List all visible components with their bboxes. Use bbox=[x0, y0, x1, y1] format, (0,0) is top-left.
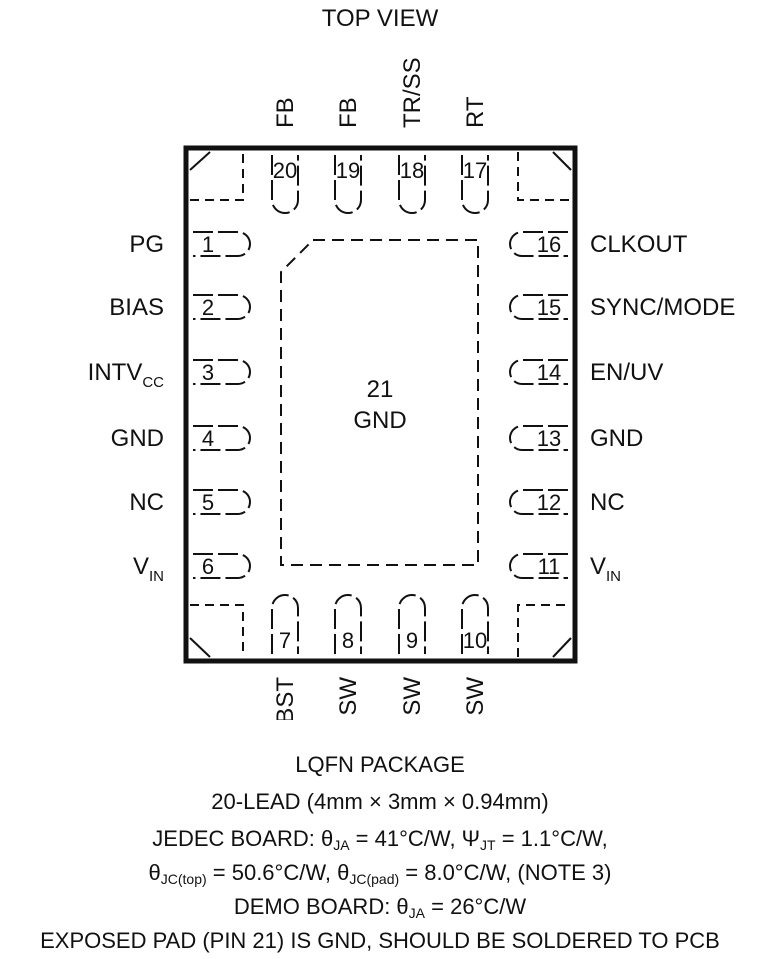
pin-pad bbox=[461, 155, 489, 214]
pin-number: 15 bbox=[537, 295, 561, 320]
pin-label: FB bbox=[272, 97, 299, 128]
pin-3: 3 INTVCC bbox=[88, 359, 251, 391]
view-label: TOP VIEW bbox=[322, 5, 439, 32]
pins-top: 20 FB 19 FB 18 TR/SS 17 RT bbox=[271, 57, 489, 214]
pin-pad bbox=[509, 231, 568, 257]
pin-number: 16 bbox=[537, 232, 561, 257]
pin-pad bbox=[509, 553, 568, 579]
pin-label: INTVCC bbox=[88, 359, 165, 391]
pin-12: 12 NC bbox=[509, 489, 625, 516]
pin-label: EN/UV bbox=[590, 359, 663, 386]
pin-label: TR/SS bbox=[399, 57, 426, 128]
pin-1: 1 PG bbox=[129, 231, 251, 258]
pins-left: 1 PG 2 BIAS 3 INTVCC 4 GND 5 NC 6 VIN bbox=[88, 231, 251, 585]
pin-label: SW bbox=[399, 677, 426, 716]
pin-label: VIN bbox=[133, 553, 164, 585]
pin-number: 4 bbox=[202, 426, 214, 451]
pin-number: 2 bbox=[202, 295, 214, 320]
pin-label: SYNC/MODE bbox=[590, 294, 735, 321]
pin-number: 10 bbox=[463, 628, 487, 653]
pin-11: 11 VIN bbox=[509, 553, 621, 585]
pin-number: 1 bbox=[202, 232, 214, 257]
exposed-pad-number: 21 bbox=[367, 376, 394, 403]
pin-17: 17 RT bbox=[461, 96, 489, 214]
pin-number: 19 bbox=[336, 158, 360, 183]
pin-19: 19 FB bbox=[334, 97, 362, 214]
pin-pad bbox=[334, 594, 362, 654]
pin-number: 18 bbox=[400, 158, 424, 183]
pin-pad bbox=[509, 294, 568, 320]
pin-5: 5 NC bbox=[129, 489, 251, 516]
pin-label: BST bbox=[272, 677, 299, 720]
pin-number: 11 bbox=[538, 554, 561, 579]
pin-number: 20 bbox=[273, 158, 297, 183]
pin-label: GND bbox=[111, 425, 164, 452]
pin-number: 7 bbox=[279, 628, 291, 653]
pin-pad bbox=[271, 155, 299, 214]
pin-pad bbox=[193, 553, 251, 579]
pin-pad bbox=[193, 294, 251, 320]
pin-pad bbox=[509, 359, 568, 385]
pin-label: NC bbox=[129, 489, 164, 516]
pin-pad bbox=[193, 359, 251, 385]
pin-pad bbox=[509, 489, 568, 515]
pin-pad bbox=[509, 425, 568, 451]
pin-16: 16 CLKOUT bbox=[509, 231, 688, 258]
pin-number: 12 bbox=[537, 490, 561, 515]
pin-label: GND bbox=[590, 425, 643, 452]
pin-number: 6 bbox=[202, 554, 214, 579]
pin-8: 8SW bbox=[334, 594, 362, 716]
exposed-pad-note: EXPOSED PAD (PIN 21) IS GND, SHOULD BE S… bbox=[40, 928, 720, 953]
pin-pad bbox=[398, 594, 426, 654]
pin-number: 14 bbox=[537, 360, 561, 385]
pin-pad bbox=[193, 489, 251, 515]
pin-number: 13 bbox=[537, 426, 561, 451]
pin-label: VIN bbox=[590, 553, 621, 585]
pin-number: 8 bbox=[342, 628, 354, 653]
corner-marks bbox=[189, 151, 572, 658]
pin-pad bbox=[398, 155, 426, 214]
package-name: LQFN PACKAGE bbox=[295, 752, 465, 777]
pin-6: 6 VIN bbox=[133, 553, 251, 585]
pin-label: FB bbox=[335, 97, 362, 128]
exposed-pad-outline bbox=[280, 239, 479, 566]
pin-pad bbox=[461, 594, 489, 654]
pin-label: BIAS bbox=[109, 294, 164, 321]
pin-number: 9 bbox=[406, 628, 418, 653]
pins-right: 16 CLKOUT 15 SYNC/MODE 14 EN/UV 13 GND 12 NC 11 VIN bbox=[509, 231, 735, 585]
pin-label: RT bbox=[462, 96, 489, 128]
package-dimensions: 20-LEAD (4mm × 3mm × 0.94mm) bbox=[211, 789, 549, 814]
jc-thermal-line: θJC(top) = 50.6°C/W, θJC(pad) = 8.0°C/W,… bbox=[148, 860, 612, 887]
pin-15: 15 SYNC/MODE bbox=[509, 294, 735, 321]
pin-4: 4 GND bbox=[111, 425, 251, 452]
pin-pad bbox=[193, 231, 251, 257]
exposed-pad-name: GND bbox=[353, 407, 406, 434]
package-outline bbox=[183, 145, 578, 664]
pin-2: 2 BIAS bbox=[109, 294, 251, 321]
demo-board-line: DEMO BOARD: θJA = 26°C/W bbox=[233, 894, 527, 921]
pin-label: PG bbox=[129, 231, 164, 258]
pin-number: 17 bbox=[463, 158, 487, 183]
pin-number: 5 bbox=[202, 490, 214, 515]
pin-18: 18 TR/SS bbox=[398, 57, 426, 214]
pin-label: CLKOUT bbox=[590, 231, 688, 258]
pin-9: 9SW bbox=[398, 594, 426, 716]
pin-14: 14 EN/UV bbox=[509, 359, 663, 386]
pin-label: SW bbox=[462, 677, 489, 716]
pin-20: 20 FB bbox=[271, 97, 299, 214]
pin-pad bbox=[271, 594, 299, 654]
jedec-thermal-line: JEDEC BOARD: θJA = 41°C/W, ΨJT = 1.1°C/W… bbox=[152, 826, 608, 853]
pin-pad bbox=[334, 155, 362, 214]
pin-number: 3 bbox=[202, 360, 214, 385]
pin-13: 13 GND bbox=[509, 425, 643, 452]
pinout-diagram: TOP VIEW 21 GND 1 PG 2 BIAS 3 INTVCC 4 GND 5 NC 6 V… bbox=[88, 5, 736, 720]
pin-label: NC bbox=[590, 489, 625, 516]
pin-pad bbox=[193, 425, 251, 451]
pin-label: SW bbox=[335, 677, 362, 716]
